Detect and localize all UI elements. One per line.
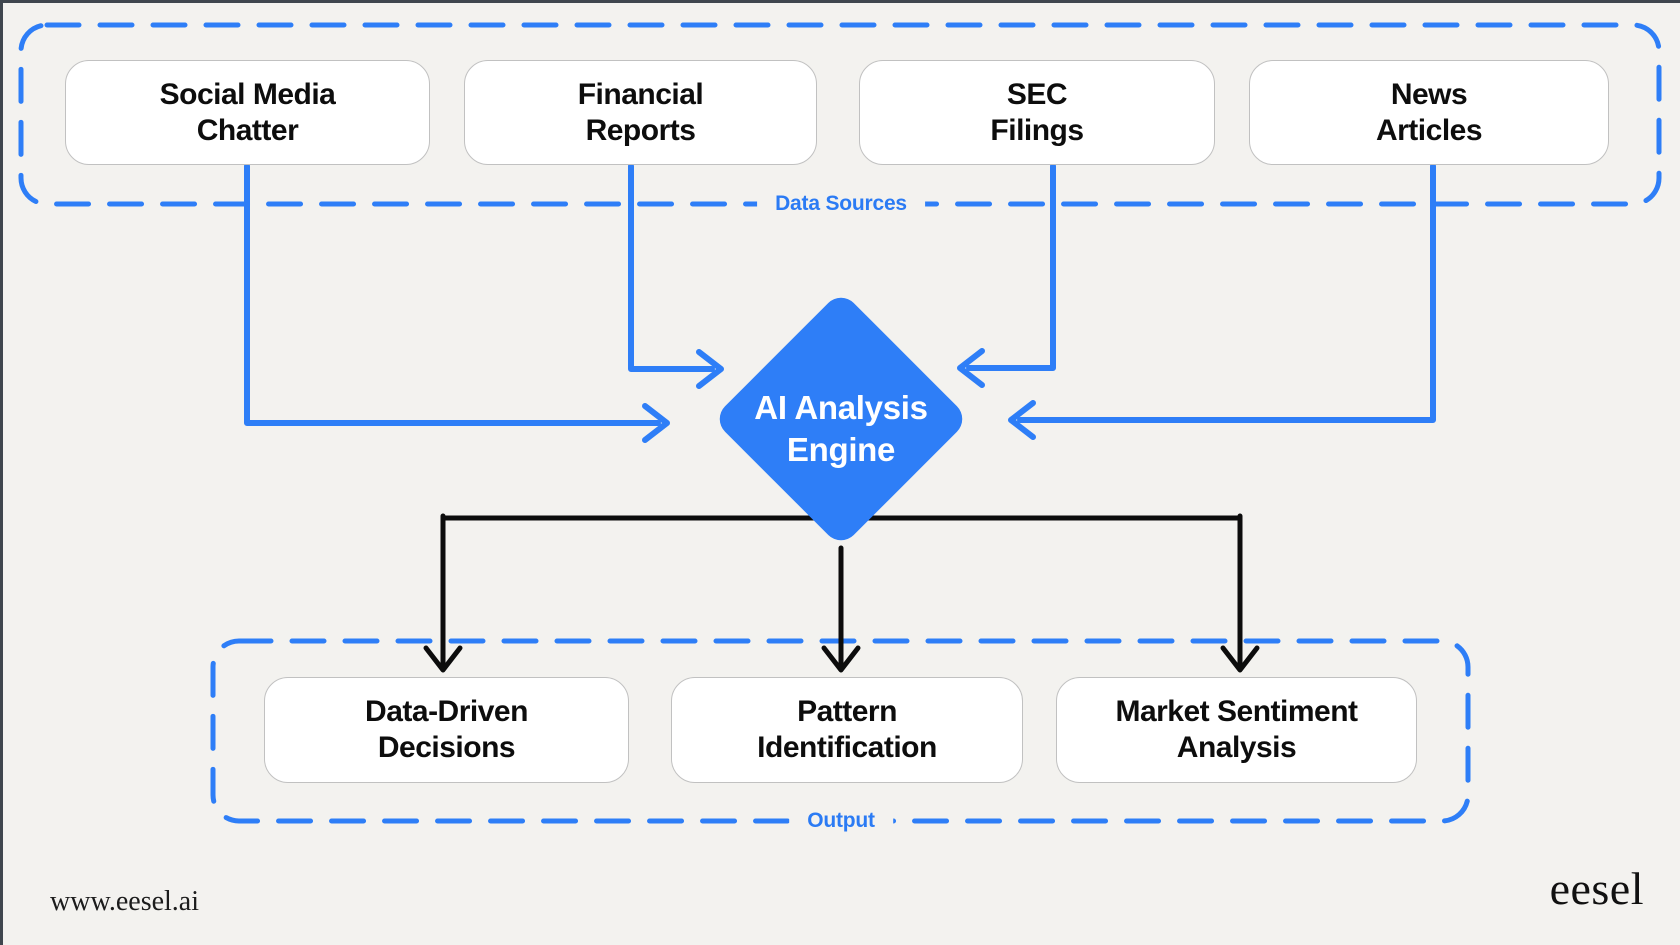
connector-financial-reports-to-engine <box>628 163 715 372</box>
connector-news-articles-to-engine <box>1017 163 1436 423</box>
output-box-data-driven-decisions: Data-Driven Decisions <box>264 677 629 783</box>
ai-analysis-engine-diamond <box>719 297 963 541</box>
source-box-sec-filings: SEC Filings <box>859 60 1215 165</box>
arrowhead-right-lower-icon <box>642 403 670 443</box>
source-box-social-media-chatter: Social Media Chatter <box>65 60 430 165</box>
connector-sec-filings-to-engine <box>966 163 1056 371</box>
arrowhead-left-lower-icon <box>1008 400 1036 440</box>
output-box-pattern-identification: Pattern Identification <box>671 677 1023 783</box>
data-sources-group-label: Data Sources <box>757 190 925 218</box>
connector-social-media-to-engine <box>244 163 661 426</box>
source-box-financial-reports: Financial Reports <box>464 60 817 165</box>
arrowhead-down-right-icon <box>1220 645 1260 673</box>
output-box-market-sentiment-analysis: Market Sentiment Analysis <box>1056 677 1417 783</box>
eesel-logo: eesel <box>1549 863 1644 914</box>
screen-edge-left <box>0 0 3 945</box>
screen-edge-top <box>0 0 1680 3</box>
source-box-news-articles: News Articles <box>1249 60 1609 165</box>
data-sources-dashed-container <box>18 22 1662 207</box>
ai-analysis-engine-label: AI Analysis Engine <box>754 389 928 468</box>
output-group-label: Output <box>789 807 893 835</box>
arrowhead-down-left-icon <box>423 645 463 673</box>
arrowhead-left-upper-icon <box>957 348 985 388</box>
arrowhead-down-center-icon <box>821 645 861 673</box>
arrowhead-right-upper-icon <box>696 349 724 389</box>
footer-website-url: www.eesel.ai <box>50 886 200 917</box>
